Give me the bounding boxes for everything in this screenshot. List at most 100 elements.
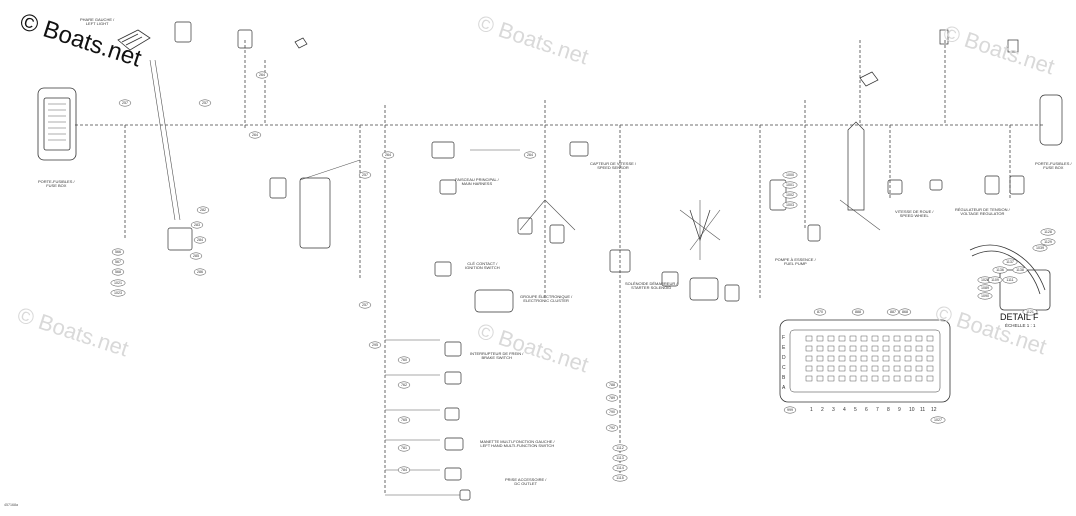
connector-pin	[915, 375, 923, 382]
label-wheel-speed: VITESSE DE ROUE / SPEED WHEEL	[895, 209, 934, 219]
callout-781: 781	[400, 446, 407, 450]
fuse-box-left	[37, 87, 77, 161]
callout-oval	[612, 474, 628, 482]
callout-1039: 1039	[1035, 246, 1044, 250]
callout-oval	[368, 341, 382, 349]
connector-pin	[904, 335, 912, 342]
connector-pin	[926, 375, 934, 382]
connector-pin	[904, 375, 912, 382]
detail-row-label: B	[782, 375, 786, 381]
callout-oval	[612, 454, 628, 462]
connector-pin	[838, 335, 846, 342]
callout-789: 789	[608, 396, 615, 400]
callout-oval	[397, 416, 411, 424]
callout-oval	[930, 416, 946, 424]
connector-pin	[926, 365, 934, 372]
top-connectors	[174, 21, 1019, 87]
detail-column-label: 5	[854, 407, 857, 413]
callout-792: 792	[608, 426, 615, 430]
callout-264b: 264	[251, 133, 258, 137]
detail-f-pins	[805, 335, 934, 382]
callout-oval	[782, 181, 798, 189]
connector-pin	[816, 365, 824, 372]
connector-pin	[805, 365, 813, 372]
callout-oval	[605, 381, 619, 389]
detail-column-label: 11	[920, 407, 926, 413]
connector-pin	[871, 355, 879, 362]
connector-pin	[860, 375, 868, 382]
detail-column-label: 2	[821, 407, 824, 413]
callout-oval	[193, 236, 207, 244]
connector-pin	[871, 345, 879, 352]
detail-column-label: 4	[843, 407, 846, 413]
label-lh-multi-switch: MANETTE MULTI-FONCTION GAUCHE / LEFT HAN…	[480, 439, 555, 449]
callout-oval	[851, 308, 865, 316]
callout-oval	[886, 308, 900, 316]
label-speed-sensor: CAPTEUR DE VITESSE / SPEED SENSOR	[590, 161, 637, 171]
callout-257d: 257	[361, 303, 368, 307]
detail-column-label: 9	[898, 407, 901, 413]
callout-762: 762	[400, 383, 407, 387]
connector-pin	[893, 355, 901, 362]
detail-row-label: E	[782, 345, 786, 351]
callout-oval	[1002, 276, 1018, 284]
connector-pin	[882, 365, 890, 372]
connector-pin	[926, 345, 934, 352]
connector-pin	[827, 355, 835, 362]
callout-285: 285	[192, 254, 199, 258]
callout-765: 765	[400, 418, 407, 422]
connector-pin	[882, 335, 890, 342]
connector-pin	[805, 375, 813, 382]
connector-pin	[882, 375, 890, 382]
connector-pin	[805, 335, 813, 342]
callout-oval	[397, 444, 411, 452]
callout-ovals	[110, 71, 1056, 482]
main-harness-trunk	[75, 40, 1045, 495]
connector-pin	[882, 355, 890, 362]
callout-oval	[248, 131, 262, 139]
callout-oval	[1002, 258, 1018, 266]
connector-pin	[871, 375, 879, 382]
callout-oval	[523, 151, 537, 159]
callout-295: 295	[371, 343, 378, 347]
connector-pin	[816, 335, 824, 342]
label-voltage-regulator: RÉGULATEUR DE TENSION / VOLTAGE REGULATO…	[955, 207, 1010, 217]
label-fuse-box: PORTE-FUSIBLES / FUSE BOX	[38, 179, 75, 189]
callout-oval	[612, 464, 628, 472]
connector-pin	[915, 345, 923, 352]
callout-oval	[783, 406, 797, 414]
branch-wires	[149, 59, 881, 496]
connector-pin	[849, 375, 857, 382]
callout-1136: 1136	[996, 268, 1004, 272]
callout-oval	[1032, 244, 1048, 252]
connector-pin	[893, 345, 901, 352]
callout-257a: 257	[121, 101, 128, 105]
connector-pin	[805, 355, 813, 362]
callout-1000: 1000	[785, 173, 794, 177]
label-fuel-pump: POMPE À ESSENCE / FUEL PUMP	[775, 257, 816, 267]
callout-oval	[198, 99, 212, 107]
detail-f-title: DETAIL F	[1000, 312, 1039, 322]
callout-oval	[111, 248, 125, 256]
callout-oval	[397, 356, 411, 364]
connector-pin	[849, 335, 857, 342]
connector-pin	[882, 345, 890, 352]
callout-oval	[358, 301, 372, 309]
connector-pin	[904, 355, 912, 362]
callout-oval	[782, 171, 798, 179]
callout-1109: 1109	[991, 278, 999, 282]
detail-f-scale: ÉCHELLE 1 : 1	[1005, 323, 1036, 328]
callout-888: 888	[854, 310, 861, 314]
drawing-code: 457168a	[4, 503, 18, 507]
callout-1121: 1121	[1026, 310, 1034, 314]
callout-284: 284	[196, 238, 203, 242]
callout-999: 999	[786, 408, 793, 412]
label-dc-outlet: PRISE ACCESSOIRE / DC OUTLET	[505, 477, 547, 487]
label-starter-solenoid: SOLÉNOÏDE DÉMARREUR / STARTER SOLENOID	[625, 281, 678, 291]
callout-oval	[397, 381, 411, 389]
callout-1021: 1021	[113, 281, 122, 285]
connector-pin	[893, 335, 901, 342]
connector-pin	[849, 365, 857, 372]
